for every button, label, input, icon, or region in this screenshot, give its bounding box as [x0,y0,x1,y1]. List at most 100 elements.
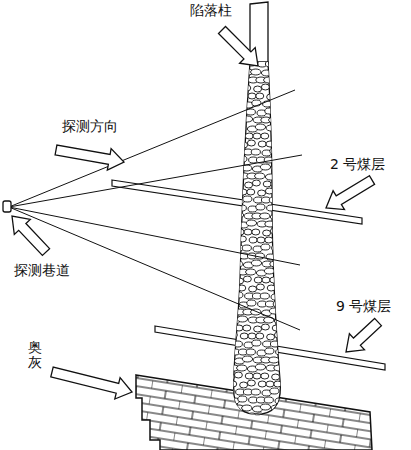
rubble-stone [255,413,265,419]
rubble-stone [261,133,269,139]
rubble-stone [256,93,264,99]
callout-label: 奥灰 [28,340,42,371]
rubble-stone [233,101,242,107]
rubble-stone [234,118,244,124]
rubble-stone [274,205,283,211]
rubble-stone [273,61,282,67]
rubble-stone [260,213,270,219]
rubble-stone [249,237,257,243]
rubble-stone [270,341,279,347]
rubble-stone [278,212,288,218]
rubble-stone [225,101,234,107]
rubble-stone [276,189,284,195]
rubble-stone [247,380,255,386]
rubble-stone [245,133,253,139]
rubble-stone [267,334,275,340]
rubble-stone [279,245,288,251]
rubble-stone [274,365,284,371]
rubble-stone [237,205,246,211]
rubble-stone [265,188,273,194]
rubble-stone [256,204,265,210]
rubble-stone [276,238,284,244]
rubble-stone [261,84,269,90]
rubble-stone [242,356,252,362]
rubble-stone [239,189,247,195]
rubble-stone [266,125,276,131]
rubble-stone [243,325,251,331]
rubble-stone [242,116,252,122]
pointer-arrow [326,176,375,210]
rubble-stone [248,333,256,339]
rubble-stone [272,134,280,140]
rubble-stone [279,292,288,298]
rubble-stone [227,85,235,91]
rubble-stone [275,398,284,404]
rubble-stone [229,92,237,98]
rubble-stone [224,68,234,74]
rubble-stone [266,141,274,147]
rubble [224,60,291,420]
rubble-stone [236,278,244,284]
rubble-stone [227,134,235,140]
rubble-stone [231,189,239,195]
rubble-stone [235,325,243,331]
rubble-stone [276,349,285,355]
rubble-stone [234,372,242,378]
rubble-stone [249,286,257,292]
tunnel-symbol [3,201,11,212]
rubble-stone [265,414,275,420]
rubble-stone [279,165,289,171]
rubble-stone [226,405,236,411]
rubble-stone [279,132,287,138]
rubble-stone [242,245,251,251]
rubble-stone [269,68,279,74]
rubble-stone [280,85,288,91]
rubble-stone [278,341,287,347]
rubble-stone [270,214,280,220]
rubble-stone [256,333,264,339]
rubble-stone [262,277,270,283]
rubble-stone [238,156,247,162]
rubble-stone [261,244,270,250]
rubble-stone [273,412,283,418]
rubble-stone [272,374,280,380]
rubble-stone [271,181,279,187]
rubble-stone [267,285,275,291]
rubble-stone [253,133,261,139]
rubble-stone [252,180,260,186]
rubble-stone [254,277,262,283]
rubble-stone [225,261,235,267]
detection-ray [9,155,302,207]
rubble-stone [238,285,246,291]
rubble-stone [273,172,283,178]
rubble-stone [239,413,249,419]
rubble-stone [279,118,289,124]
rubble-stone [270,277,278,283]
rubble-stone [271,294,280,300]
detection-ray [9,90,295,207]
rubble-stone [260,164,270,170]
rubble-stone [234,292,243,298]
pointer-arrow [346,318,381,352]
rubble-stone [274,125,284,131]
rubble-stone [265,61,274,67]
rubble-stone [229,252,238,258]
rubble-stone [226,181,234,187]
rubble-stone [252,100,261,106]
rubble-stone [257,237,265,243]
rubble-stone [252,340,261,346]
rubble-stone [267,205,276,211]
rubble-stone [270,148,279,154]
rubble-stone [229,205,238,211]
rubble-stone [251,260,261,266]
rubble-stone [265,174,275,180]
rubble-stone [255,173,265,179]
rubble-stone [278,101,287,107]
rubble-stone [270,261,280,267]
rubble-stone [225,341,234,347]
rubble-stone [269,197,278,203]
rubble-stone [281,229,289,235]
rubble-stone [279,181,287,187]
